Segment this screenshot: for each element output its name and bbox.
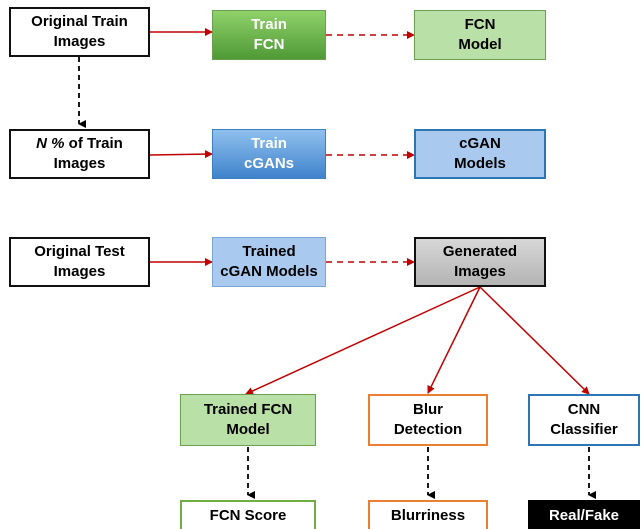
node-label-italic: N % [36, 135, 65, 152]
original-test-images-node: Original Test Images [9, 237, 150, 287]
arrow-npct-traincgans [149, 150, 213, 159]
train-fcn-node: Train FCN [212, 10, 326, 60]
node-label: cGAN Models [220, 263, 318, 280]
node-label: Blurriness [390, 506, 466, 524]
n-percent-train-images-node: N % of Train Images [9, 129, 150, 179]
node-label: N % of Train [36, 134, 123, 154]
node-label: Model [458, 36, 502, 53]
blur-detection-node: Blur Detection [368, 394, 488, 446]
generated-images-node: Generated Images [414, 237, 546, 287]
trained-cgan-models-node: Trained cGAN Models [212, 237, 326, 287]
fcn-model-node: FCN Model [414, 10, 546, 60]
node-label: Models [454, 155, 506, 172]
node-label: CNN [567, 401, 601, 418]
node-label: Images [53, 155, 106, 172]
train-cgans-node: Train cGANs [212, 129, 326, 179]
node-label: FCN [464, 16, 496, 33]
cnn-classifier-node: CNN Classifier [528, 394, 640, 446]
node-label: Images [53, 263, 106, 280]
node-label: Images [454, 263, 506, 280]
arrow-generated-trainedfcn [245, 286, 481, 395]
node-label: Original Test [34, 243, 125, 260]
arrow-generated-blur [427, 286, 481, 394]
trained-fcn-model-node: Trained FCN Model [180, 394, 316, 446]
real-fake-node: Real/Fake [528, 500, 640, 529]
node-label: Trained [242, 243, 296, 260]
node-label: FCN [253, 36, 285, 53]
node-label: Train [251, 16, 287, 33]
cgan-models-node: cGAN Models [414, 129, 546, 179]
node-label: Train [251, 135, 287, 152]
node-label: Original Train [31, 13, 128, 30]
fcn-score-node: FCN Score [180, 500, 316, 529]
node-label: cGAN [459, 135, 501, 152]
blurriness-node: Blurriness [368, 500, 488, 529]
node-label: Images [53, 33, 106, 50]
node-label: FCN Score [209, 506, 287, 524]
node-label: cGANs [243, 155, 295, 172]
node-label: Classifier [550, 421, 618, 438]
node-label: Generated [442, 243, 518, 260]
arrow-generated-cnn [479, 286, 590, 395]
node-label: Blur [413, 401, 443, 418]
node-label: Detection [393, 421, 463, 438]
node-label: Real/Fake [548, 506, 620, 524]
node-label-rest: of Train [64, 135, 123, 152]
node-label: Trained FCN [203, 401, 293, 418]
node-label: Model [226, 421, 270, 438]
original-train-images-node: Original Train Images [9, 7, 150, 57]
